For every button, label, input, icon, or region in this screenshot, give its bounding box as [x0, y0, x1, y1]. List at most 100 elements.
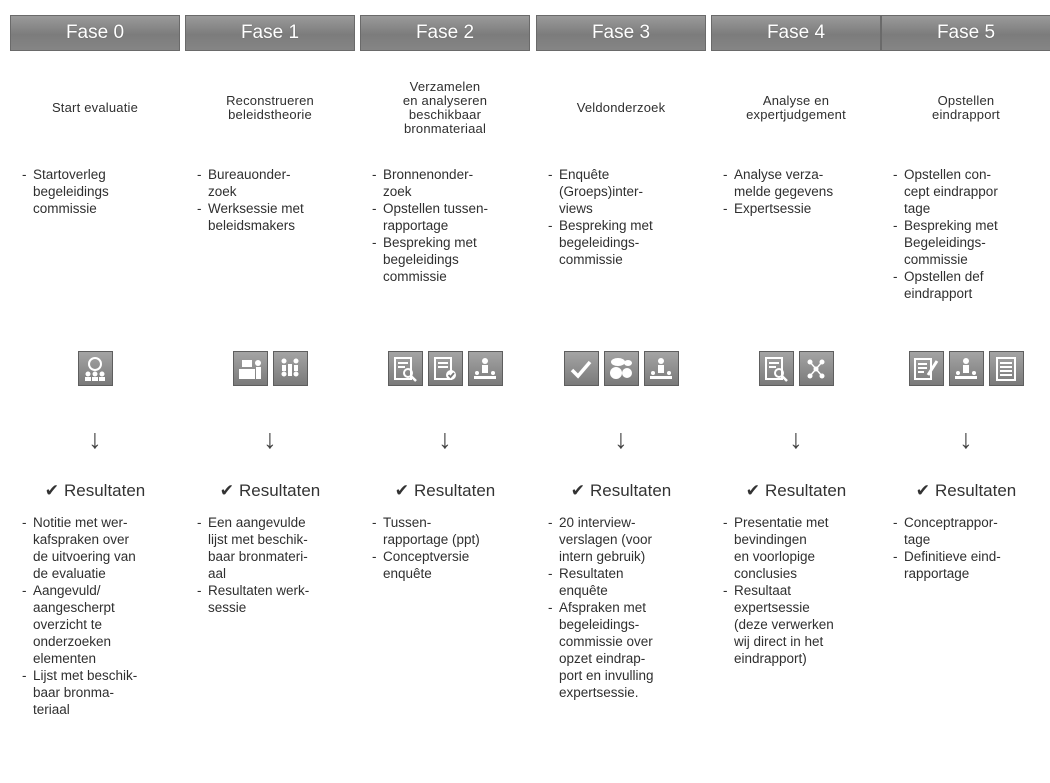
task-item: Opstellen tussen- rapportage: [372, 200, 522, 234]
results-label: Resultaten: [238, 481, 321, 500]
task-item: Bespreking met begeleidings commissie: [372, 234, 522, 285]
icon-row: [360, 351, 530, 387]
results-list: Conceptrappor- tageDefinitieve eind- rap…: [893, 514, 1043, 582]
document-search-icon: [387, 351, 423, 386]
checkmark-glyph: ✔: [745, 481, 760, 500]
down-arrow: ↓: [614, 424, 628, 454]
task-item: Bespreking met Begeleidings- commissie: [893, 217, 1043, 268]
results-label: Resultaten: [63, 481, 146, 500]
desk-research-icon: [232, 351, 268, 386]
result-item: Lijst met beschik- baar bronma- teriaal: [22, 667, 172, 718]
task-item: Opstellen con- cept eindrappor tage: [893, 166, 1043, 217]
icon-row: [185, 351, 355, 387]
result-item: Resultaten enquête: [548, 565, 698, 599]
result-item: Presentatie met bevindingen en voorlopig…: [723, 514, 873, 582]
phase-header: Fase 0: [10, 15, 180, 51]
task-item: Opstellen def eindrapport: [893, 268, 1043, 302]
task-item: Expertsessie: [723, 200, 873, 217]
icon-row: [10, 351, 180, 387]
down-arrow: ↓: [438, 424, 452, 454]
task-list: Bureauonder- zoekWerksessie met beleidsm…: [197, 166, 347, 234]
task-item: Bureauonder- zoek: [197, 166, 347, 200]
down-arrow: ↓: [88, 424, 102, 454]
writing-icon: [908, 351, 944, 386]
down-arrow: ↓: [263, 424, 277, 454]
document-check-icon: [427, 351, 463, 386]
task-list: Analyse verza- melde gegevensExpertsessi…: [723, 166, 873, 217]
task-list: Startoverleg begeleidings commissie: [22, 166, 172, 217]
phase-title: Reconstrueren beleidstheorie: [226, 93, 314, 122]
phase-header: Fase 5: [881, 15, 1050, 51]
phase-title: Verzamelen en analyseren beschikbaar bro…: [402, 79, 488, 136]
results-label: Resultaten: [934, 481, 1017, 500]
workshop-icon: [272, 351, 308, 386]
task-list: Opstellen con- cept eindrappor tageBespr…: [893, 166, 1043, 302]
results-heading: ✔Resultaten: [10, 480, 180, 502]
phase-column-4: Fase 4 Analyse en expertjudgement Analys…: [711, 0, 881, 783]
results-heading: ✔Resultaten: [360, 480, 530, 502]
presentation-icon: [948, 351, 984, 386]
phase-column-3: Fase 3 Veldonderzoek Enquête (Groeps)int…: [536, 0, 706, 783]
phase-header: Fase 4: [711, 15, 881, 51]
document-search-icon: [758, 351, 794, 386]
task-item: Analyse verza- melde gegevens: [723, 166, 873, 200]
result-item: Definitieve eind- rapportage: [893, 548, 1043, 582]
result-item: Tussen- rapportage (ppt): [372, 514, 522, 548]
task-list: Bronnenonder- zoekOpstellen tussen- rapp…: [372, 166, 522, 285]
group-meeting-icon: [77, 351, 113, 386]
checkmark-glyph: ✔: [394, 481, 409, 500]
icon-row: [536, 351, 706, 387]
result-item: Resultaten werk- sessie: [197, 582, 347, 616]
result-item: Conceptversie enquête: [372, 548, 522, 582]
phase-header: Fase 1: [185, 15, 355, 51]
checkmark-glyph: ✔: [219, 481, 234, 500]
checkmark-glyph: ✔: [915, 481, 930, 500]
task-item: Startoverleg begeleidings commissie: [22, 166, 172, 217]
task-item: Werksessie met beleidsmakers: [197, 200, 347, 234]
phase-column-0: Fase 0 Start evaluatie Startoverleg bege…: [10, 0, 180, 783]
result-item: Afspraken met begeleidings- commissie ov…: [548, 599, 698, 701]
task-list: Enquête (Groeps)inter- viewsBespreking m…: [548, 166, 698, 268]
results-list: Een aangevulde lijst met beschik- baar b…: [197, 514, 347, 616]
checkmark-icon: [563, 351, 599, 386]
result-item: Notitie met wer- kafspraken over de uitv…: [22, 514, 172, 582]
network-icon: [798, 351, 834, 386]
presentation-icon: [643, 351, 679, 386]
checkmark-glyph: ✔: [44, 481, 59, 500]
phase-title: Opstellen eindrapport: [932, 93, 1000, 122]
phase-header: Fase 2: [360, 15, 530, 51]
result-item: Resultaat expertsessie (deze verwerken w…: [723, 582, 873, 667]
phase-column-1: Fase 1 Reconstrueren beleidstheorie Bure…: [185, 0, 355, 783]
interview-icon: [603, 351, 639, 386]
phase-title: Veldonderzoek: [576, 100, 666, 115]
results-heading: ✔Resultaten: [711, 480, 881, 502]
results-list: Tussen- rapportage (ppt)Conceptversie en…: [372, 514, 522, 582]
results-label: Resultaten: [764, 481, 847, 500]
phase-title: Start evaluatie: [51, 100, 139, 115]
task-item: Bespreking met begeleidings- commissie: [548, 217, 698, 268]
result-item: 20 interview- verslagen (voor intern geb…: [548, 514, 698, 565]
down-arrow: ↓: [959, 424, 973, 454]
results-label: Resultaten: [413, 481, 496, 500]
phase-title: Analyse en expertjudgement: [746, 93, 846, 122]
icon-row: [881, 351, 1050, 387]
result-item: Aangevuld/ aangescherpt overzicht te ond…: [22, 582, 172, 667]
results-list: Presentatie met bevindingen en voorlopig…: [723, 514, 873, 667]
report-icon: [988, 351, 1024, 386]
presentation-icon: [467, 351, 503, 386]
icon-row: [711, 351, 881, 387]
checkmark-glyph: ✔: [570, 481, 585, 500]
results-heading: ✔Resultaten: [185, 480, 355, 502]
phase-column-5: Fase 5 Opstellen eindrapport Opstellen c…: [881, 0, 1050, 783]
results-heading: ✔Resultaten: [536, 480, 706, 502]
phase-header: Fase 3: [536, 15, 706, 51]
results-list: 20 interview- verslagen (voor intern geb…: [548, 514, 698, 701]
task-item: Bronnenonder- zoek: [372, 166, 522, 200]
results-list: Notitie met wer- kafspraken over de uitv…: [22, 514, 172, 718]
result-item: Conceptrappor- tage: [893, 514, 1043, 548]
phase-column-2: Fase 2 Verzamelen en analyseren beschikb…: [360, 0, 530, 783]
results-label: Resultaten: [589, 481, 672, 500]
result-item: Een aangevulde lijst met beschik- baar b…: [197, 514, 347, 582]
down-arrow: ↓: [789, 424, 803, 454]
